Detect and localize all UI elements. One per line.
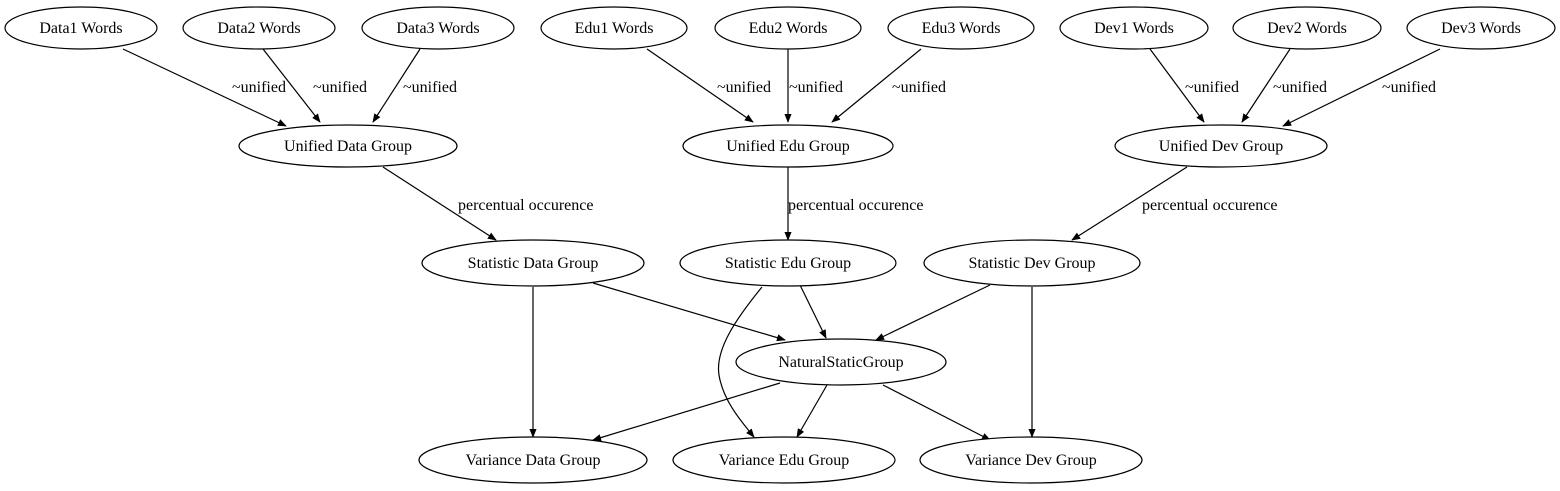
edge-dev3-unified (1282, 48, 1441, 127)
edge-unified-data-statistic (382, 166, 497, 241)
edge-dev1-unified (1149, 48, 1205, 123)
edge-edu1-unified (646, 48, 754, 123)
node-label: Unified Edu Group (726, 138, 850, 155)
node-label: Data2 Words (217, 20, 300, 37)
edge-label-edu1: ~unified (717, 79, 771, 96)
node-label: Variance Edu Group (719, 452, 850, 469)
edge-natural-variance-data (592, 382, 781, 442)
node-label: NaturalStaticGroup (778, 354, 903, 371)
node-variance-dev-group: Variance Dev Group (919, 436, 1143, 484)
node-statistic-data-group: Statistic Data Group (421, 239, 645, 287)
node-label: Edu2 Words (749, 20, 828, 37)
node-edu2-words: Edu2 Words (714, 6, 862, 50)
node-unified-edu-group: Unified Edu Group (682, 124, 894, 168)
node-label: Data1 Words (39, 20, 122, 37)
edge-label-dev3: ~unified (1382, 79, 1436, 96)
node-unified-data-group: Unified Data Group (238, 124, 458, 168)
node-variance-data-group: Variance Data Group (418, 436, 648, 484)
node-data1-words: Data1 Words (4, 6, 158, 50)
node-label: Variance Data Group (465, 452, 600, 469)
edge-data3-unified (372, 48, 421, 123)
edge-label-dev1: ~unified (1185, 79, 1239, 96)
node-dev3-words: Dev3 Words (1406, 6, 1556, 50)
edge-label-dev2: ~unified (1273, 79, 1327, 96)
edge-unified-dev-statistic (1071, 166, 1188, 241)
node-label: Statistic Data Group (468, 255, 599, 272)
node-label: Data3 Words (396, 20, 479, 37)
edge-statistic-edu-variance (717, 286, 763, 438)
edge-data1-unified (122, 48, 287, 127)
node-statistic-dev-group: Statistic Dev Group (923, 239, 1141, 287)
node-label: Statistic Edu Group (725, 255, 851, 272)
node-unified-dev-group: Unified Dev Group (1114, 124, 1328, 168)
edge-label-percentual-dev: percentual occurence (1142, 197, 1277, 214)
edge-label-percentual-data: percentual occurence (458, 197, 593, 214)
edge-label-percentual-edu: percentual occurence (788, 197, 923, 214)
node-edu1-words: Edu1 Words (540, 6, 688, 50)
node-statistic-edu-group: Statistic Edu Group (679, 239, 897, 287)
edge-label-data2: ~unified (313, 79, 367, 96)
node-dev1-words: Dev1 Words (1059, 6, 1209, 50)
node-data2-words: Data2 Words (182, 6, 336, 50)
node-label: Statistic Dev Group (968, 255, 1095, 272)
node-label: Dev2 Words (1267, 20, 1347, 37)
edge-natural-variance-edu (796, 384, 828, 438)
edge-edu3-unified (831, 48, 922, 123)
node-variance-edu-group: Variance Edu Group (672, 436, 896, 484)
node-label: Unified Data Group (284, 138, 412, 155)
edge-statistic-dev-natural (875, 284, 991, 341)
node-label: Edu1 Words (575, 20, 654, 37)
node-label: Unified Dev Group (1159, 138, 1283, 155)
edge-label-data3: ~unified (403, 79, 457, 96)
node-data3-words: Data3 Words (361, 6, 515, 50)
edge-data2-unified (262, 48, 321, 123)
node-label: Dev1 Words (1094, 20, 1174, 37)
edge-natural-variance-dev (882, 384, 991, 441)
node-dev2-words: Dev2 Words (1232, 6, 1382, 50)
edge-statistic-edu-natural (799, 284, 827, 339)
edge-label-edu2: ~unified (789, 79, 843, 96)
node-label: Variance Dev Group (965, 452, 1097, 469)
node-edu3-words: Edu3 Words (887, 6, 1035, 50)
node-natural-static-group: NaturalStaticGroup (735, 338, 947, 386)
edge-dev2-unified (1241, 48, 1291, 123)
edge-label-data1: ~unified (232, 79, 286, 96)
node-label: Dev3 Words (1441, 20, 1521, 37)
node-label: Edu3 Words (922, 20, 1001, 37)
edge-statistic-data-natural (592, 282, 786, 342)
edge-label-edu3: ~unified (892, 79, 946, 96)
